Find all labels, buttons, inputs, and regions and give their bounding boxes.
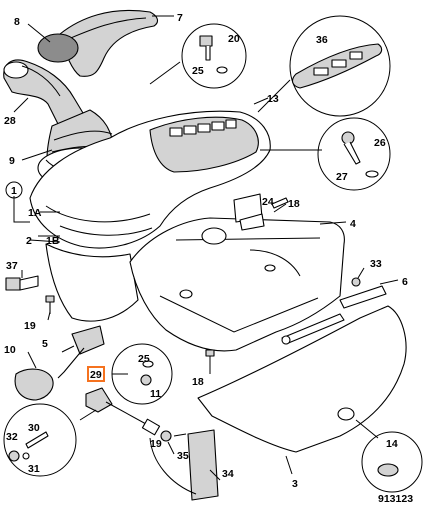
callout-10: 10 <box>4 344 16 356</box>
part-console-housing <box>29 110 271 322</box>
detail-circle-20-25 <box>181 23 247 89</box>
callout-36: 36 <box>316 34 328 46</box>
callout-29-highlight: 29 <box>87 366 105 382</box>
callout-29: 29 <box>90 369 102 381</box>
callout-1a: 1A <box>28 207 42 219</box>
callout-27: 27 <box>336 171 348 183</box>
drawing-number: 913123 <box>378 493 413 505</box>
leader-lines <box>13 15 399 481</box>
part-cover-top <box>59 9 159 77</box>
callout-5: 5 <box>42 338 48 350</box>
callout-19: 19 <box>24 320 36 332</box>
detail-circle-36 <box>289 15 391 117</box>
part-switch <box>85 387 161 436</box>
callout-4: 4 <box>350 218 356 230</box>
detail-circle-30-31-32 <box>3 403 77 477</box>
part-joystick-grip <box>3 59 87 129</box>
part-plate <box>187 429 219 501</box>
callout-11: 11 <box>150 388 161 400</box>
part-main-frame <box>129 217 345 352</box>
part-bracket <box>233 193 265 231</box>
part-knob <box>37 33 79 63</box>
callout-2: 2 <box>26 235 32 247</box>
callout-31: 31 <box>28 463 40 475</box>
callout-6: 6 <box>402 276 408 288</box>
callout-8: 8 <box>14 16 20 28</box>
callout-3: 3 <box>292 478 298 490</box>
callout-20: 20 <box>228 33 240 45</box>
callout-30: 30 <box>28 422 40 434</box>
callout-14: 14 <box>386 438 398 450</box>
detail-circle-25-11 <box>111 343 173 405</box>
callout-25-mid: 25 <box>138 353 150 365</box>
fastener-18-bottom <box>205 349 215 368</box>
callout-1: 1 <box>11 185 17 197</box>
fastener-18-top <box>271 197 289 209</box>
part-lower-cover <box>197 305 407 453</box>
callout-34: 34 <box>222 468 234 480</box>
fastener-33 <box>351 277 361 287</box>
callout-26: 26 <box>374 137 386 149</box>
callout-35: 35 <box>177 450 189 462</box>
callout-33: 33 <box>370 258 382 270</box>
callout-25-top: 25 <box>192 65 204 77</box>
callout-18-bottom: 18 <box>192 376 204 388</box>
detail-circle-26-27 <box>317 117 391 191</box>
detail-circle-14 <box>361 431 423 493</box>
callout-18-top: 18 <box>288 198 300 210</box>
detail-circle-35 <box>149 430 197 495</box>
callout-32: 32 <box>6 431 18 443</box>
part-bolt-37 <box>5 275 39 291</box>
callout-13: 13 <box>267 93 279 105</box>
callout-37: 37 <box>6 260 18 272</box>
callout-24: 24 <box>262 196 274 208</box>
part-small-lever <box>14 325 105 401</box>
callout-19-35: 19 <box>150 438 162 450</box>
callout-28: 28 <box>4 115 16 127</box>
callout-9: 9 <box>9 155 15 167</box>
part-gas-strut <box>281 285 387 345</box>
callout-1b: 1B <box>46 235 60 247</box>
switch-panel <box>169 119 237 137</box>
callout-7: 7 <box>177 12 183 24</box>
callout-1-circle <box>5 181 23 199</box>
fastener-19 <box>45 295 55 314</box>
